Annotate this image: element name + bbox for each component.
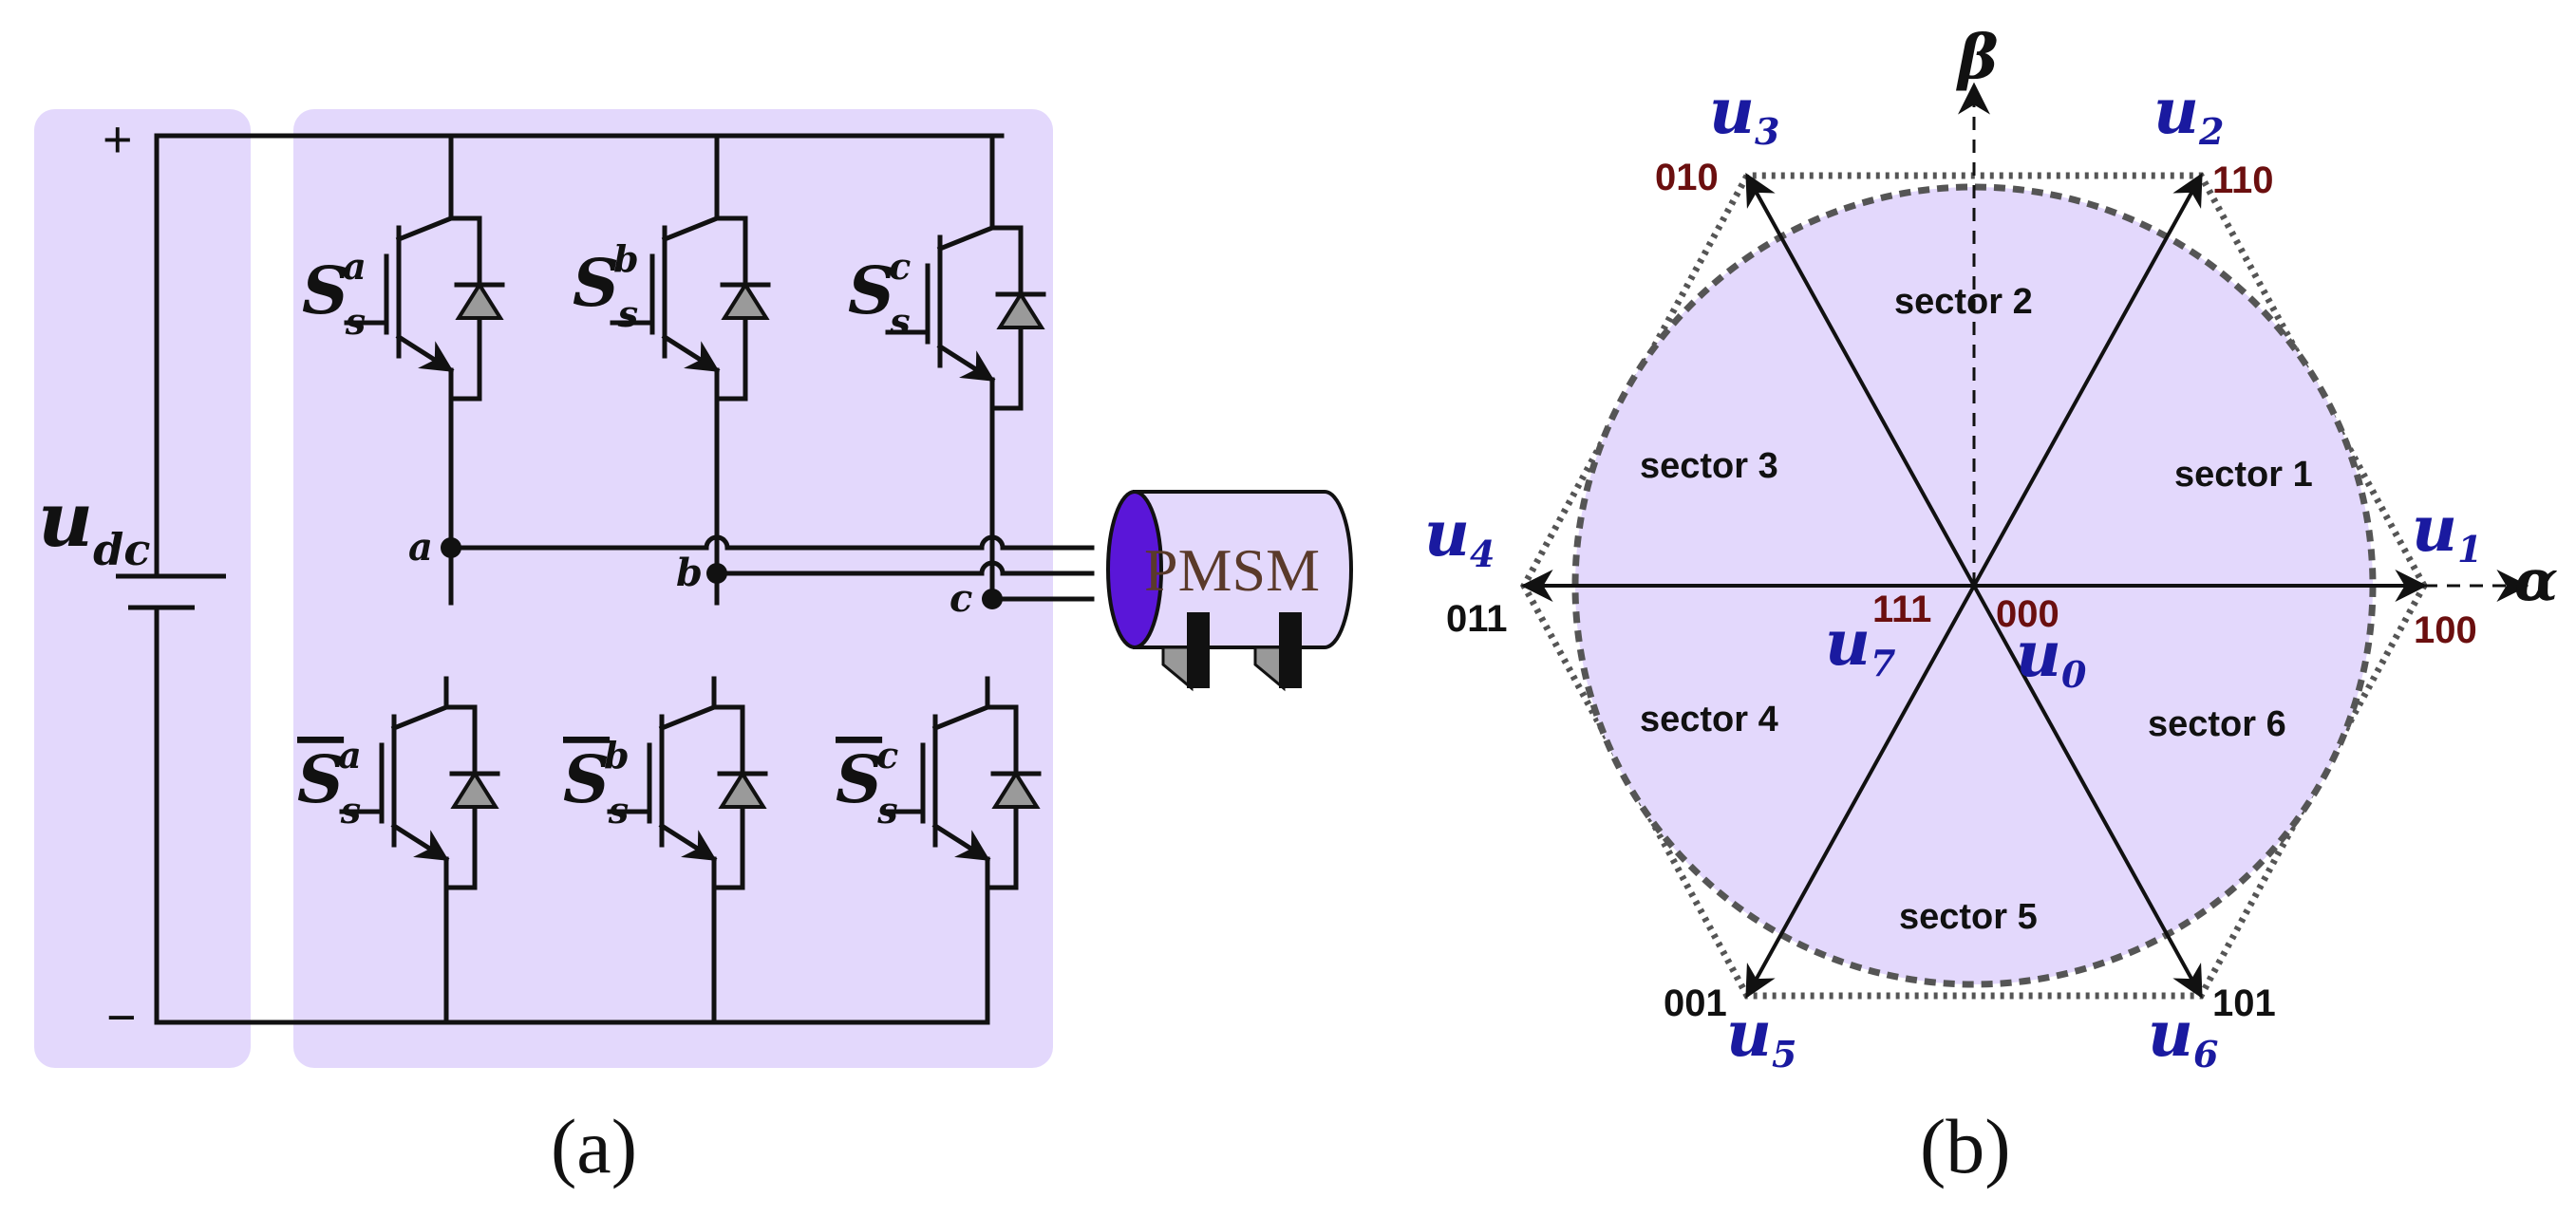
node-label-a: a: [408, 525, 433, 570]
vector-code-u2: 110: [2212, 159, 2274, 201]
vector-code-u5: 001: [1664, 982, 1727, 1024]
vector-code-u0: 000: [1996, 593, 2059, 635]
dc-plus-sign: +: [103, 111, 133, 168]
caption-b: (b): [1920, 1103, 2011, 1189]
sector-label-3: sector 3: [1640, 446, 1778, 486]
vector-code-u3: 010: [1655, 157, 1719, 198]
vector-u3: [1745, 173, 1976, 587]
dc-bus: [116, 133, 1005, 1025]
dc-minus-sign: −: [106, 989, 137, 1046]
vector-u5: [1745, 585, 1976, 999]
vector-label-u4: u4: [1424, 496, 1495, 575]
panel-b: β α sector 1 sector 2 sector 3 sector 4 …: [1424, 22, 2558, 1189]
vector-code-u6: 101: [2212, 982, 2276, 1024]
sector-label-1: sector 1: [2174, 455, 2313, 495]
dc-source-panel: [34, 109, 251, 1068]
vector-code-u1: 100: [2414, 609, 2477, 651]
vector-u2: [1972, 173, 2203, 587]
vector-code-u4: 011: [1446, 598, 1508, 640]
panel-a: + − udc: [34, 109, 1353, 1189]
dc-voltage-label: udc: [38, 475, 150, 575]
caption-a: (a): [551, 1103, 637, 1189]
pmsm-motor: PMSM: [1106, 490, 1353, 692]
motor-label: PMSM: [1144, 536, 1320, 604]
sector-label-5: sector 5: [1899, 897, 2038, 937]
sector-label-6: sector 6: [2148, 704, 2286, 744]
motor-end-cap: [1106, 490, 1163, 649]
sector-label-2: sector 2: [1894, 282, 2033, 322]
vector-label-u0: u0: [2016, 617, 2087, 696]
vector-label-u5: u5: [1726, 997, 1796, 1076]
sector-label-4: sector 4: [1640, 700, 1778, 739]
vector-label-u7: u7: [1825, 606, 1895, 684]
vector-u6: [1972, 585, 2203, 999]
vector-label-u1: u1: [2412, 492, 2482, 571]
inverter-panel: [293, 109, 1053, 1068]
voltage-vectors: [1520, 173, 2428, 999]
vector-label-u3: u3: [1709, 74, 1779, 153]
node-b: [706, 563, 727, 584]
node-a: [441, 537, 461, 558]
node-label-b: b: [676, 551, 703, 595]
inverter-legs: [342, 133, 1044, 1025]
vector-label-u2: u2: [2153, 74, 2224, 153]
vector-code-u7: 111: [1872, 589, 1931, 630]
node-c: [982, 589, 1003, 609]
alpha-label: α: [2514, 548, 2558, 614]
phase-wires: [441, 534, 1095, 609]
vector-label-u6: u6: [2148, 997, 2218, 1076]
beta-label: β: [1956, 22, 1999, 93]
node-label-c: c: [950, 576, 972, 621]
